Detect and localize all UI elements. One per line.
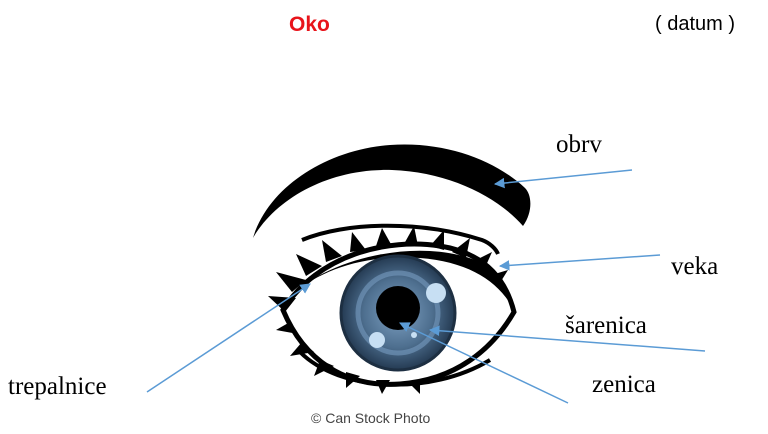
highlight-small — [411, 332, 417, 338]
arrow-veka — [500, 255, 660, 266]
arrow-obrv — [495, 170, 632, 184]
label-obrv: obrv — [556, 131, 602, 159]
label-zenica: zenica — [592, 371, 656, 399]
label-sarenica: šarenica — [565, 312, 647, 340]
highlight-medium — [369, 332, 385, 348]
highlight-large — [426, 283, 446, 303]
image-credit: © Can Stock Photo — [311, 410, 430, 426]
arrow-trepalnice — [147, 284, 310, 392]
pupil — [376, 286, 420, 330]
label-veka: veka — [671, 253, 718, 281]
label-trepalnice: trepalnice — [8, 373, 107, 401]
